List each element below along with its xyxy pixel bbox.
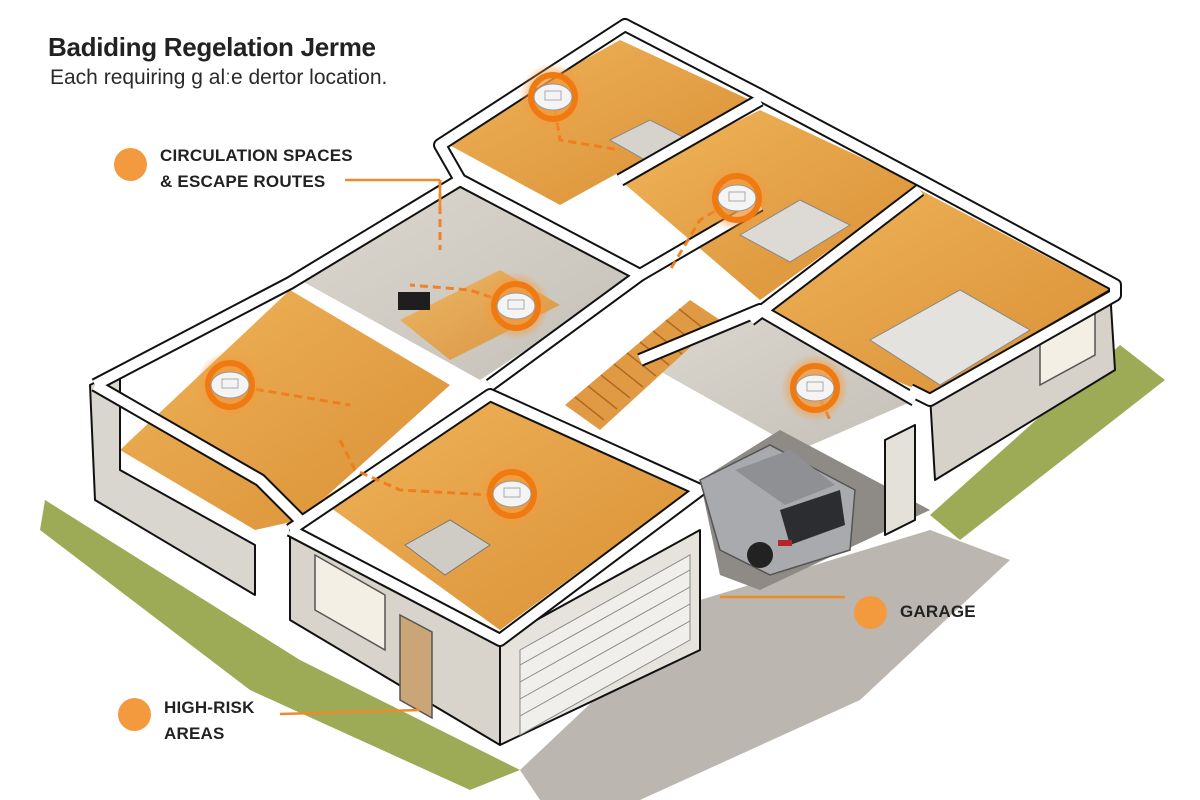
smoke-detectors xyxy=(196,63,849,528)
orange-dot-icon xyxy=(854,596,887,629)
smoke-detector-icon xyxy=(482,272,550,340)
page-subtitle: Each requiring g alːe dertor location. xyxy=(50,66,388,89)
orange-dot-icon xyxy=(114,148,147,181)
driveway xyxy=(520,530,1010,800)
front-openings xyxy=(314,303,1096,720)
legend-circulation: CIRCULATION SPACES & ESCAPE ROUTES xyxy=(114,146,353,195)
legend-high-risk: HIGH-RISK AREAS xyxy=(118,698,255,747)
page-title: Badiding Regelation Jerme xyxy=(48,32,376,62)
legend-circulation-line1: CIRCULATION SPACES xyxy=(160,146,353,165)
smoke-detector-icon xyxy=(478,460,546,528)
smoke-detector-icon xyxy=(703,164,771,232)
smoke-detector-icon xyxy=(781,354,849,422)
legend-garage-label: GARAGE xyxy=(900,602,976,621)
wall-tops xyxy=(91,18,1122,647)
smoke-detector-icon xyxy=(519,63,587,131)
legend-high-risk-line2: AREAS xyxy=(164,724,225,743)
callout-lines xyxy=(279,178,845,716)
legend-high-risk-line1: HIGH-RISK xyxy=(164,698,255,717)
garage-door xyxy=(519,554,691,736)
furniture xyxy=(398,119,1031,576)
legend-circulation-line2: & ESCAPE ROUTES xyxy=(160,172,326,191)
orange-dot-icon xyxy=(118,698,151,731)
lawn xyxy=(40,345,1165,790)
car xyxy=(699,444,856,576)
legend-garage: GARAGE xyxy=(854,596,976,629)
smoke-detector-icon xyxy=(196,351,264,419)
